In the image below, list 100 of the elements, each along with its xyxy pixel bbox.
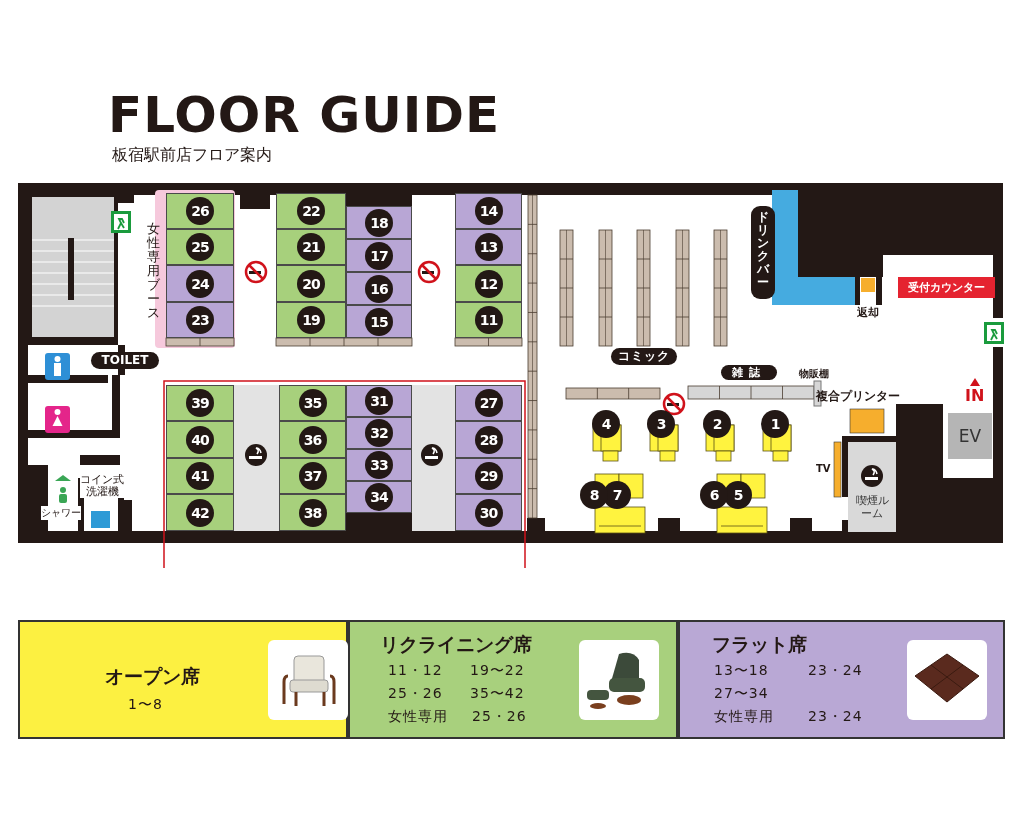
area-label: コミック (611, 348, 677, 365)
map-label: 複合プリンター (816, 388, 900, 405)
drink-bar-counter (772, 190, 855, 305)
booth (166, 421, 234, 458)
seat-number: 34 (365, 483, 393, 511)
seat-number: 4 (592, 410, 620, 438)
smoking-room (848, 442, 896, 532)
booth (455, 302, 522, 338)
booth (455, 421, 522, 458)
booth (276, 193, 346, 229)
seat-number: 29 (474, 462, 503, 490)
seat-number: 31 (365, 387, 393, 415)
booth (346, 417, 412, 449)
panel-heading: フラット席 (712, 632, 807, 657)
seat-number: 26 (186, 197, 214, 225)
seat-numbers: 27〜34 (714, 685, 769, 703)
booth (346, 385, 412, 417)
seat-number: 11 (474, 306, 503, 334)
booth (166, 265, 234, 302)
seat-type-panel (678, 620, 1005, 739)
seat-type-panel (18, 620, 348, 739)
booth (455, 458, 522, 494)
booth (166, 385, 234, 421)
booth (166, 458, 234, 494)
seat-number: 27 (474, 389, 503, 417)
seat-type-panel (348, 620, 678, 739)
booth (346, 239, 412, 272)
seat-number: 40 (186, 425, 214, 454)
seat-number: 22 (297, 197, 325, 225)
panel-heading: リクライニング席 (380, 632, 532, 657)
booth (455, 193, 522, 229)
map-label: シャワー (41, 506, 81, 520)
seat-numbers: 女性専用 (388, 708, 448, 726)
seat-number: 6 (700, 481, 728, 509)
area-label: TOILET (91, 352, 159, 369)
seat-numbers: 女性専用 (714, 708, 774, 726)
seat-number: 41 (186, 462, 214, 490)
map-label: IN (965, 386, 985, 405)
booth (455, 385, 522, 421)
seat-number: 39 (186, 389, 214, 417)
seat-number: 18 (365, 208, 393, 237)
seat-numbers: 23・24 (808, 708, 863, 726)
seat-number: 35 (298, 389, 327, 417)
seat-number: 24 (186, 269, 214, 298)
booth (276, 229, 346, 265)
seat-numbers: 25・26 (388, 685, 443, 703)
map-label: コイン式洗濯機 (80, 474, 124, 498)
seat-number: 30 (474, 498, 503, 527)
seat-number: 19 (297, 306, 325, 334)
seat-numbers: 19〜22 (470, 662, 525, 680)
seat-number: 15 (365, 307, 393, 336)
booth (455, 494, 522, 531)
seat-number: 23 (186, 306, 214, 334)
page-subtitle: 板宿駅前店フロア案内 (112, 145, 272, 166)
seat-number: 42 (186, 498, 214, 527)
booth (279, 385, 346, 421)
seat-number: 2 (703, 410, 731, 438)
seat-number: 14 (474, 197, 503, 225)
seat-numbers: 25・26 (472, 708, 527, 726)
seat-number: 12 (474, 269, 503, 298)
panel-heading: オープン席 (105, 664, 200, 689)
booth (455, 229, 522, 265)
seat-numbers: 13〜18 (714, 662, 769, 680)
seat-number: 1 (761, 410, 789, 438)
seat-number: 3 (647, 410, 675, 438)
reception-counter: 受付カウンター (898, 277, 995, 298)
booth (166, 302, 234, 338)
seat-number: 8 (580, 481, 608, 509)
booth (346, 305, 412, 338)
seat-number: 17 (365, 241, 393, 270)
area-label: ドリンクバー (751, 206, 775, 299)
booth (279, 421, 346, 458)
booth (279, 494, 346, 531)
seat-number: 38 (298, 498, 327, 527)
map-label: TV (816, 463, 831, 474)
room-label: 喫煙ルーム (854, 494, 890, 520)
map-label: 物販棚 (799, 367, 829, 381)
seat-number: 21 (297, 233, 325, 261)
booth (276, 265, 346, 302)
booth (346, 272, 412, 305)
seat-number: 33 (365, 451, 393, 479)
page-title: FLOOR GUIDE (108, 86, 501, 144)
booth (346, 449, 412, 481)
seat-numbers: 35〜42 (470, 685, 525, 703)
seat-number: 25 (186, 233, 214, 261)
seat-number: 28 (474, 425, 503, 454)
seat-number: 16 (365, 274, 393, 303)
seat-number: 32 (365, 419, 393, 447)
booth (166, 494, 234, 531)
map-label: 女性専用ブース (147, 222, 161, 320)
booth (276, 302, 346, 338)
booth (455, 265, 522, 302)
booth (346, 481, 412, 513)
seat-number: 20 (297, 269, 325, 298)
seat-numbers: 23・24 (808, 662, 863, 680)
seat-numbers: 11・12 (388, 662, 443, 680)
seat-number: 36 (298, 425, 327, 454)
seat-numbers: 1〜8 (128, 696, 163, 714)
booth (279, 458, 346, 494)
elevator: EV (948, 413, 992, 459)
